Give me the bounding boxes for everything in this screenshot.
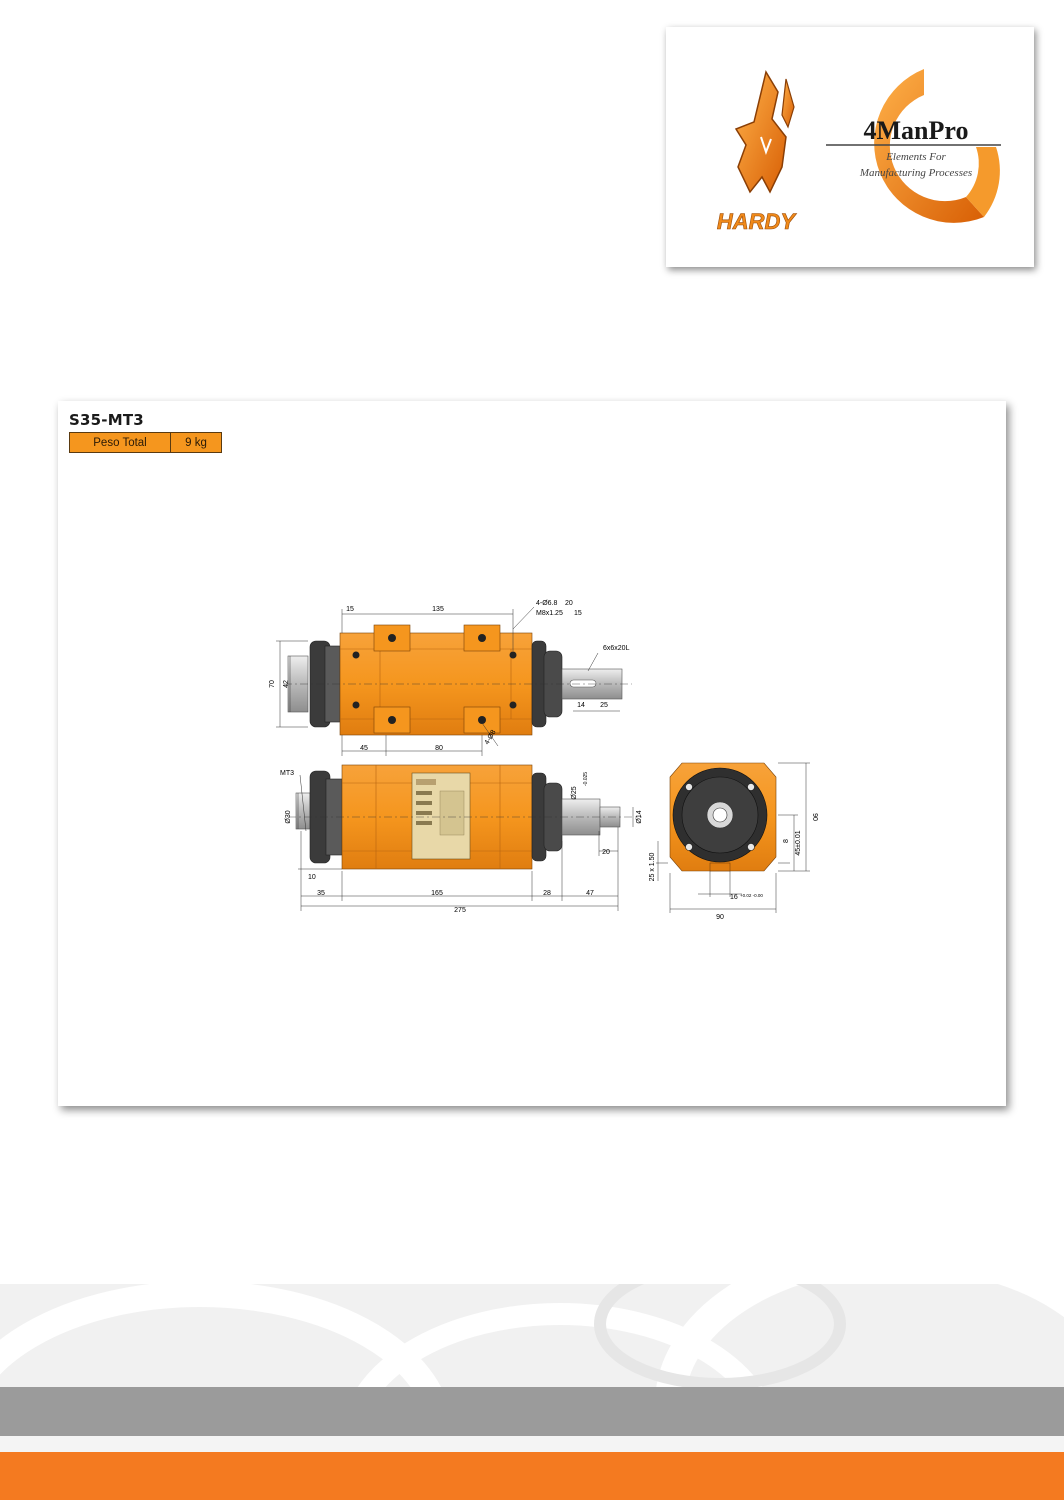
dim-45: 45 [360,745,368,752]
weight-label: Peso Total [70,433,171,452]
footer-grey-band [0,1387,1064,1436]
dim-holes: 4-Ø6.8 [536,600,558,607]
technical-drawing: 15 135 4-Ø6.8 20 M8x1.25 15 6x6x20L 70 4… [269,600,818,921]
dim-10: 10 [308,874,316,881]
hardy-emblem-icon [734,70,795,194]
drawing-sheet: S35-MT3 Peso Total 9 kg [58,401,1006,1106]
top-view: 15 135 4-Ø6.8 20 M8x1.25 15 6x6x20L 70 4… [269,600,632,756]
dim-8: 8 [783,839,790,843]
dim-90-bottom: 90 [716,914,724,921]
dim-16: 16 [730,894,738,901]
weight-value: 9 kg [171,433,221,452]
dim-d30: Ø30 [285,810,292,823]
hardy-logo-text: HARDY [717,209,798,234]
dim-90-right: 90 [811,813,818,821]
dim-mt3: MT3 [280,770,294,777]
dim-20-side: 20 [602,849,610,856]
dim-thread: M8x1.25 [536,610,563,617]
dim-165: 165 [431,890,443,897]
dim-135: 135 [432,606,444,613]
dim-25: 25 [600,702,608,709]
dim-42: 42 [283,680,290,688]
footer-orange-band [0,1452,1064,1500]
dim-16-tol: +0.02 -0.00 [740,893,763,898]
dim-15-top: 15 [346,606,354,613]
dim-20-top: 20 [565,600,573,607]
4manpro-ring-icon [874,69,1000,223]
tagline-line-2: Manufacturing Processes [859,167,972,179]
footer-decoration [0,1284,1064,1500]
weight-table: Peso Total 9 kg [69,432,222,453]
tagline-line-1: Elements For [885,151,946,163]
dim-25x150: 25 x 1.50 [649,852,656,881]
dim-35: 35 [317,890,325,897]
end-view: 90 45±0.01 8 25 x 1.50 16 +0.02 -0.00 90 [649,762,818,921]
model-title: S35-MT3 [69,411,144,429]
side-view: MT3 Ø30 Ø25 -0.025 Ø14 10 20 35 165 28 4… [280,764,643,914]
4manpro-logo-text: 4ManPro [864,116,969,145]
dim-275: 275 [454,907,466,914]
dim-70: 70 [269,680,276,688]
dim-28: 28 [543,890,551,897]
dim-key: 6x6x20L [603,645,630,652]
dim-47: 47 [586,890,594,897]
dim-15-right: 15 [574,610,582,617]
dim-45-tol: 45±0.01 [795,830,802,855]
dim-d14: Ø14 [636,810,643,823]
dim-d25: Ø25 [571,786,578,799]
logo-card: HARDY 4ManPro Elements For Manufacturing… [666,27,1034,267]
dim-tolerance: -0.025 [583,772,589,786]
dim-14: 14 [577,702,585,709]
dim-80: 80 [435,745,443,752]
logo-artwork: HARDY 4ManPro Elements For Manufacturing… [717,69,1001,234]
